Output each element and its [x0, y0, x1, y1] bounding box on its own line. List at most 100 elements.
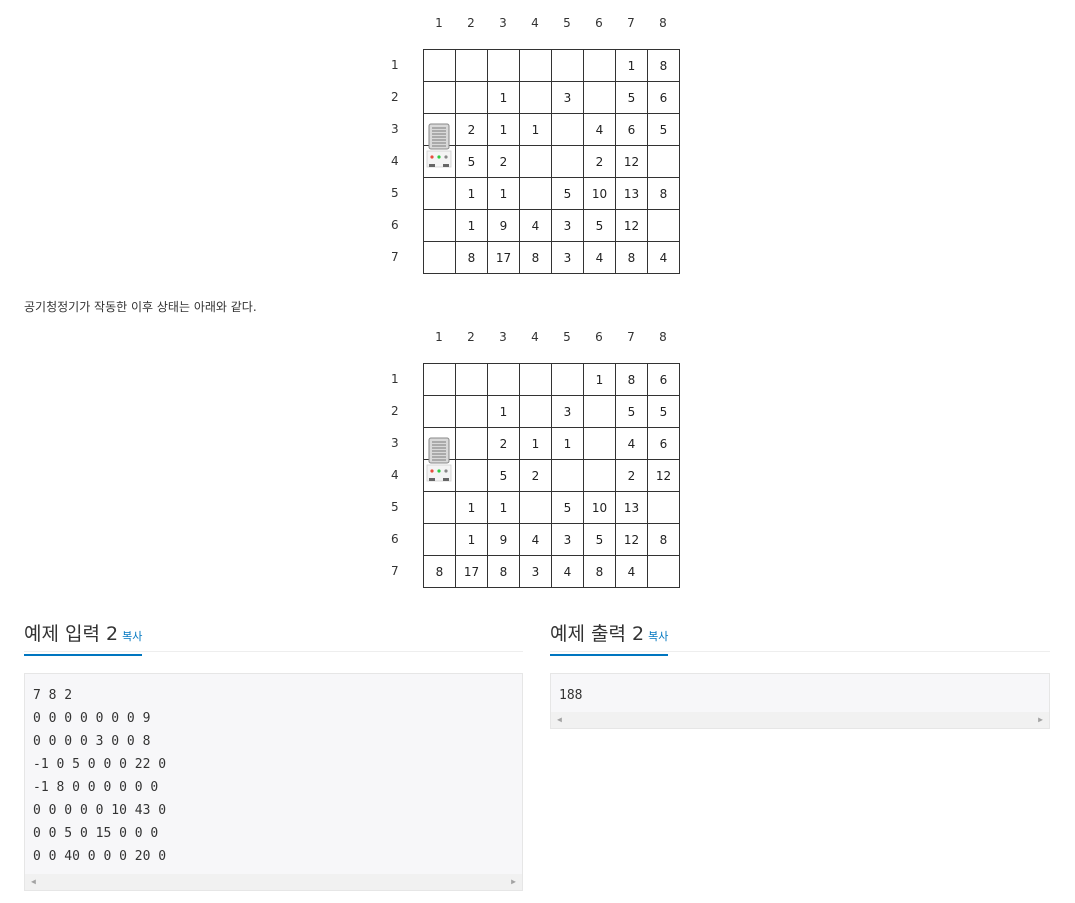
- grid-cell: 13: [615, 177, 648, 210]
- scroll-left-arrow-icon[interactable]: ◀: [31, 877, 36, 886]
- grid-cell: 5: [615, 81, 648, 114]
- grid-cell: 3: [551, 209, 584, 242]
- column-label: 5: [563, 16, 571, 30]
- grid-cell: [519, 363, 552, 396]
- grid-cell: [487, 49, 520, 82]
- grid-cell: [583, 427, 616, 460]
- grid-cell: [647, 145, 680, 178]
- grid-cell: [519, 145, 552, 178]
- grid-cell: 1: [455, 491, 488, 524]
- grid-cell: [647, 491, 680, 524]
- grid-cell: 3: [551, 241, 584, 274]
- grid-cell: 1: [519, 427, 552, 460]
- column-label: 4: [531, 16, 539, 30]
- grid-cell: 17: [487, 241, 520, 274]
- grid-cell: 12: [615, 209, 648, 242]
- code-line: 0 0 0 0 0 10 43 0: [33, 803, 167, 818]
- row-label: 6: [391, 218, 399, 232]
- scroll-right-arrow-icon[interactable]: ▶: [511, 877, 516, 886]
- code-line: -1 8 0 0 0 0 0 0: [33, 780, 159, 795]
- row-label: 2: [391, 90, 399, 104]
- grid-cell: 4: [583, 241, 616, 274]
- grid-cell: 8: [647, 177, 680, 210]
- scroll-left-arrow-icon[interactable]: ◀: [557, 715, 562, 724]
- grid-cell: 5: [455, 145, 488, 178]
- grid-cell: 3: [551, 523, 584, 556]
- copy-button[interactable]: 복사: [122, 630, 143, 643]
- grid-cell: [455, 49, 488, 82]
- grid-cell: 1: [487, 395, 520, 428]
- grid-cell: 8: [583, 555, 616, 588]
- grid-cell: [583, 49, 616, 82]
- grid-cell: 4: [615, 427, 648, 460]
- grid-cell: 8: [615, 363, 648, 396]
- grid-cell: [551, 49, 584, 82]
- grid-cell: [423, 395, 456, 428]
- column-label: 4: [531, 330, 539, 344]
- grid-cell: 3: [551, 81, 584, 114]
- column-label: 8: [659, 330, 667, 344]
- grid-cell: [423, 81, 456, 114]
- grid-cell: [423, 241, 456, 274]
- column-label: 2: [467, 16, 475, 30]
- grid-cell: 2: [487, 145, 520, 178]
- grid-cell: 2: [455, 113, 488, 146]
- grid-cell: 5: [647, 113, 680, 146]
- grid-cell: 8: [487, 555, 520, 588]
- grid-cell: [647, 555, 680, 588]
- grid-cell: 1: [615, 49, 648, 82]
- column-label: 5: [563, 330, 571, 344]
- code-line: -1 0 5 0 0 0 22 0: [33, 757, 167, 772]
- column-label: 7: [627, 330, 635, 344]
- code-line: 188: [559, 688, 583, 703]
- grid-cell: 3: [519, 555, 552, 588]
- sample-output-box[interactable]: 188 ◀ ▶: [550, 673, 1050, 729]
- grid-cell: 13: [615, 491, 648, 524]
- air-purifier-icon: [424, 429, 454, 489]
- grid-cell: [519, 395, 552, 428]
- grid-cell: [551, 113, 584, 146]
- grid-cell: 1: [487, 113, 520, 146]
- grid-cell: 4: [647, 241, 680, 274]
- grid-cell: [423, 177, 456, 210]
- grid-cell: 8: [647, 523, 680, 556]
- grid-cell: [647, 209, 680, 242]
- grid-cell: 8: [455, 241, 488, 274]
- grid-cell: 6: [647, 363, 680, 396]
- horizontal-scrollbar[interactable]: ◀ ▶: [25, 874, 522, 890]
- column-label: 6: [595, 16, 603, 30]
- grid-cell: 10: [583, 177, 616, 210]
- row-label: 5: [391, 186, 399, 200]
- grid-cell: 4: [615, 555, 648, 588]
- grid-cell: 8: [423, 555, 456, 588]
- grid-cell: 5: [583, 209, 616, 242]
- grid-cell: [551, 459, 584, 492]
- copy-button[interactable]: 복사: [648, 630, 669, 643]
- grid-cell: [423, 491, 456, 524]
- grid-cell: 9: [487, 523, 520, 556]
- grid-cell: 4: [519, 523, 552, 556]
- grid-cell: [583, 81, 616, 114]
- row-label: 1: [391, 58, 399, 72]
- grid-cell: 5: [615, 395, 648, 428]
- horizontal-scrollbar[interactable]: ◀ ▶: [551, 712, 1049, 728]
- grid-cell: [455, 395, 488, 428]
- grid-cell: 12: [647, 459, 680, 492]
- row-label: 7: [391, 250, 399, 264]
- column-label: 1: [435, 16, 443, 30]
- grid-cell: [583, 395, 616, 428]
- column-label: 1: [435, 330, 443, 344]
- grid-cell: 2: [487, 427, 520, 460]
- scroll-right-arrow-icon[interactable]: ▶: [1038, 715, 1043, 724]
